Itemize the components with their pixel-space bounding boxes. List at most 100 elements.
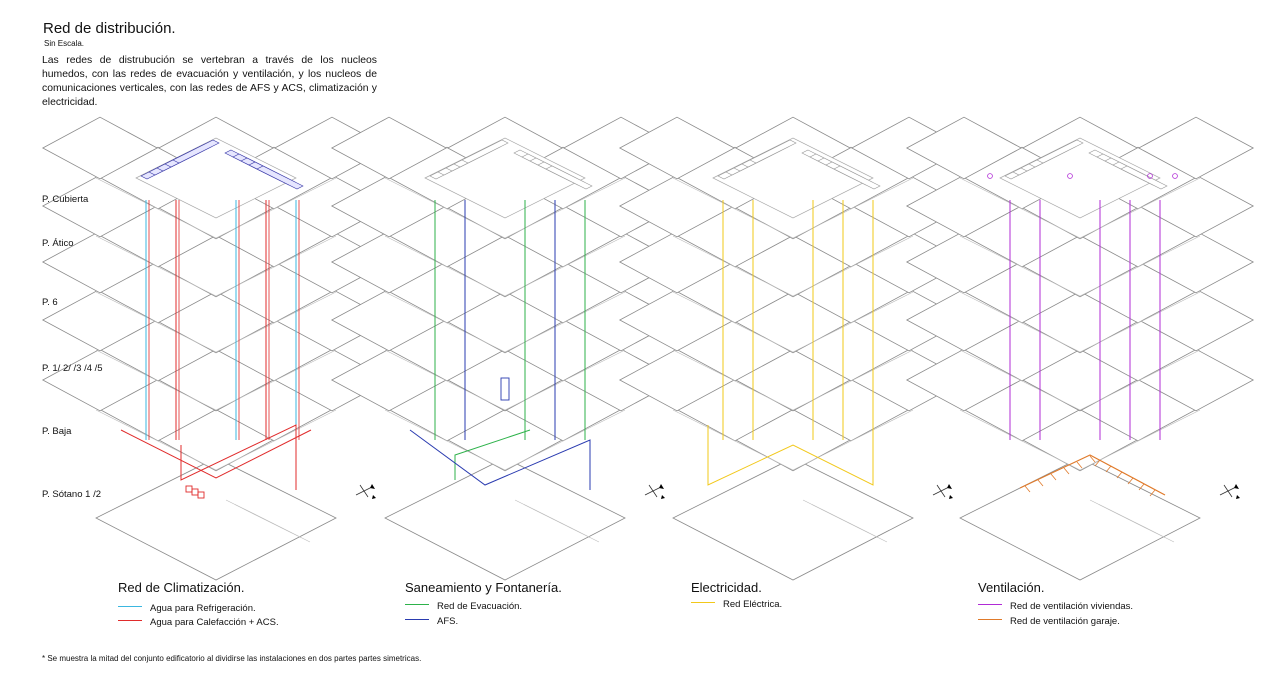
north-arrow-head: [661, 495, 665, 499]
floor-edge: [959, 177, 1081, 239]
floor-edge: [95, 349, 217, 411]
floor-slab: [1137, 116, 1255, 180]
north-arrow: [1223, 484, 1233, 498]
floor-edge: [95, 409, 217, 471]
heating-network: [180, 424, 297, 490]
section-title-ventilacion: Ventilación.: [978, 580, 1045, 595]
vent-cap: [1067, 173, 1073, 179]
vent-branch: [1105, 465, 1112, 473]
vent-branch: [1063, 467, 1070, 475]
floor-slab: [618, 116, 736, 180]
floor-edge: [672, 291, 794, 353]
vent-branch: [1024, 485, 1031, 493]
heating-network: [120, 429, 312, 479]
basement-slab: [672, 457, 914, 581]
legend-item: Red de Evacuación.: [405, 601, 522, 612]
afs-tank: [500, 377, 510, 401]
legend-swatch: [691, 601, 715, 603]
floor-edge: [959, 349, 1081, 411]
level-label-atico: P. Ático: [42, 238, 74, 249]
legend-item: Red de ventilación garaje.: [978, 616, 1120, 627]
floor-edge: [959, 291, 1081, 353]
floor-edge: [959, 409, 1081, 471]
vent-branch: [1050, 473, 1057, 481]
roof-plate: [999, 137, 1161, 219]
building-ventilacion: [905, 116, 1255, 581]
solar-panel-row: [172, 139, 220, 164]
floor-slab: [41, 116, 159, 180]
level-label-baja: P. Baja: [42, 426, 72, 437]
floor-edge: [215, 409, 337, 471]
roof-plate: [135, 137, 297, 219]
legend-label: Agua para Refrigeración.: [150, 603, 256, 614]
floor-edge: [384, 235, 506, 297]
north-arrow-head: [949, 495, 953, 499]
legend-swatch: [405, 618, 429, 620]
legend-swatch: [978, 618, 1002, 620]
basement-slab: [959, 457, 1201, 581]
legend-item: Red Eléctrica.: [691, 599, 782, 610]
north-arrow-head: [947, 484, 952, 489]
legend-swatch: [978, 603, 1002, 605]
building-electricidad: [618, 116, 968, 581]
garage-ventilation: [1019, 454, 1166, 496]
solar-panel-row: [1036, 139, 1084, 164]
floor-edge: [384, 291, 506, 353]
boiler-unit: [197, 491, 205, 499]
legend-label: Red de Evacuación.: [437, 601, 523, 612]
legend-item: AFS.: [405, 616, 458, 627]
vent-branch: [1127, 477, 1134, 485]
vent-branch: [1076, 461, 1083, 469]
north-arrow-head: [1234, 484, 1239, 489]
page-title: Red de distribución.: [43, 20, 176, 37]
north-arrow-head: [659, 484, 664, 489]
vent-branch: [1089, 455, 1096, 463]
parking-line: [279, 526, 311, 543]
solar-panel-row: [1120, 165, 1168, 190]
afs-network: [409, 429, 591, 490]
electric-network: [707, 420, 874, 486]
north-arrow-head: [1236, 495, 1240, 499]
solar-panel-row: [256, 165, 304, 190]
floor-edge: [959, 235, 1081, 297]
vent-cap: [1147, 173, 1153, 179]
scale-note: Sin Escala.: [44, 39, 85, 48]
solar-panel-row: [461, 139, 509, 164]
level-label-cubierta: P. Cubierta: [42, 194, 89, 205]
parking-line: [568, 526, 600, 543]
legend-item: Agua para Refrigeración.: [118, 603, 256, 614]
legend-label: Agua para Calefacción + ACS.: [150, 617, 279, 628]
section-title-electricidad: Electricidad.: [691, 580, 762, 595]
floor-edge: [384, 409, 506, 471]
vent-branch: [1138, 483, 1145, 491]
building-saneamiento: [330, 116, 680, 581]
solar-panel-row: [833, 165, 881, 190]
roof-plate: [712, 137, 874, 219]
floor-edge: [95, 235, 217, 297]
solar-panel-row: [545, 165, 593, 190]
floor-slab: [330, 116, 448, 180]
north-arrow: [359, 484, 369, 498]
floor-edge: [672, 349, 794, 411]
parking-line: [856, 526, 888, 543]
description: Las redes de distrubución se vertebran a…: [42, 55, 377, 108]
building-climatizacion: [41, 116, 391, 581]
north-arrow: [648, 484, 658, 498]
floor-slab: [905, 116, 1023, 180]
floor-edge: [504, 409, 626, 471]
legend-label: Red de ventilación viviendas.: [1010, 601, 1134, 612]
north-arrow-head: [370, 484, 375, 489]
legend-label: Red Eléctrica.: [723, 599, 783, 610]
floor-edge: [384, 177, 506, 239]
north-arrow-head: [372, 495, 376, 499]
level-label-p6: P. 6: [42, 297, 58, 308]
parking-line: [1143, 526, 1175, 543]
vent-branch: [1094, 459, 1101, 467]
solar-panel-row: [749, 139, 797, 164]
vent-branch: [1116, 471, 1123, 479]
legend-label: Red de ventilación garaje.: [1010, 616, 1120, 627]
section-title-climatizacion: Red de Climatización.: [118, 580, 245, 595]
floor-edge: [672, 177, 794, 239]
section-title-saneamiento: Saneamiento y Fontanería.: [405, 580, 562, 595]
legend-swatch: [118, 619, 142, 621]
